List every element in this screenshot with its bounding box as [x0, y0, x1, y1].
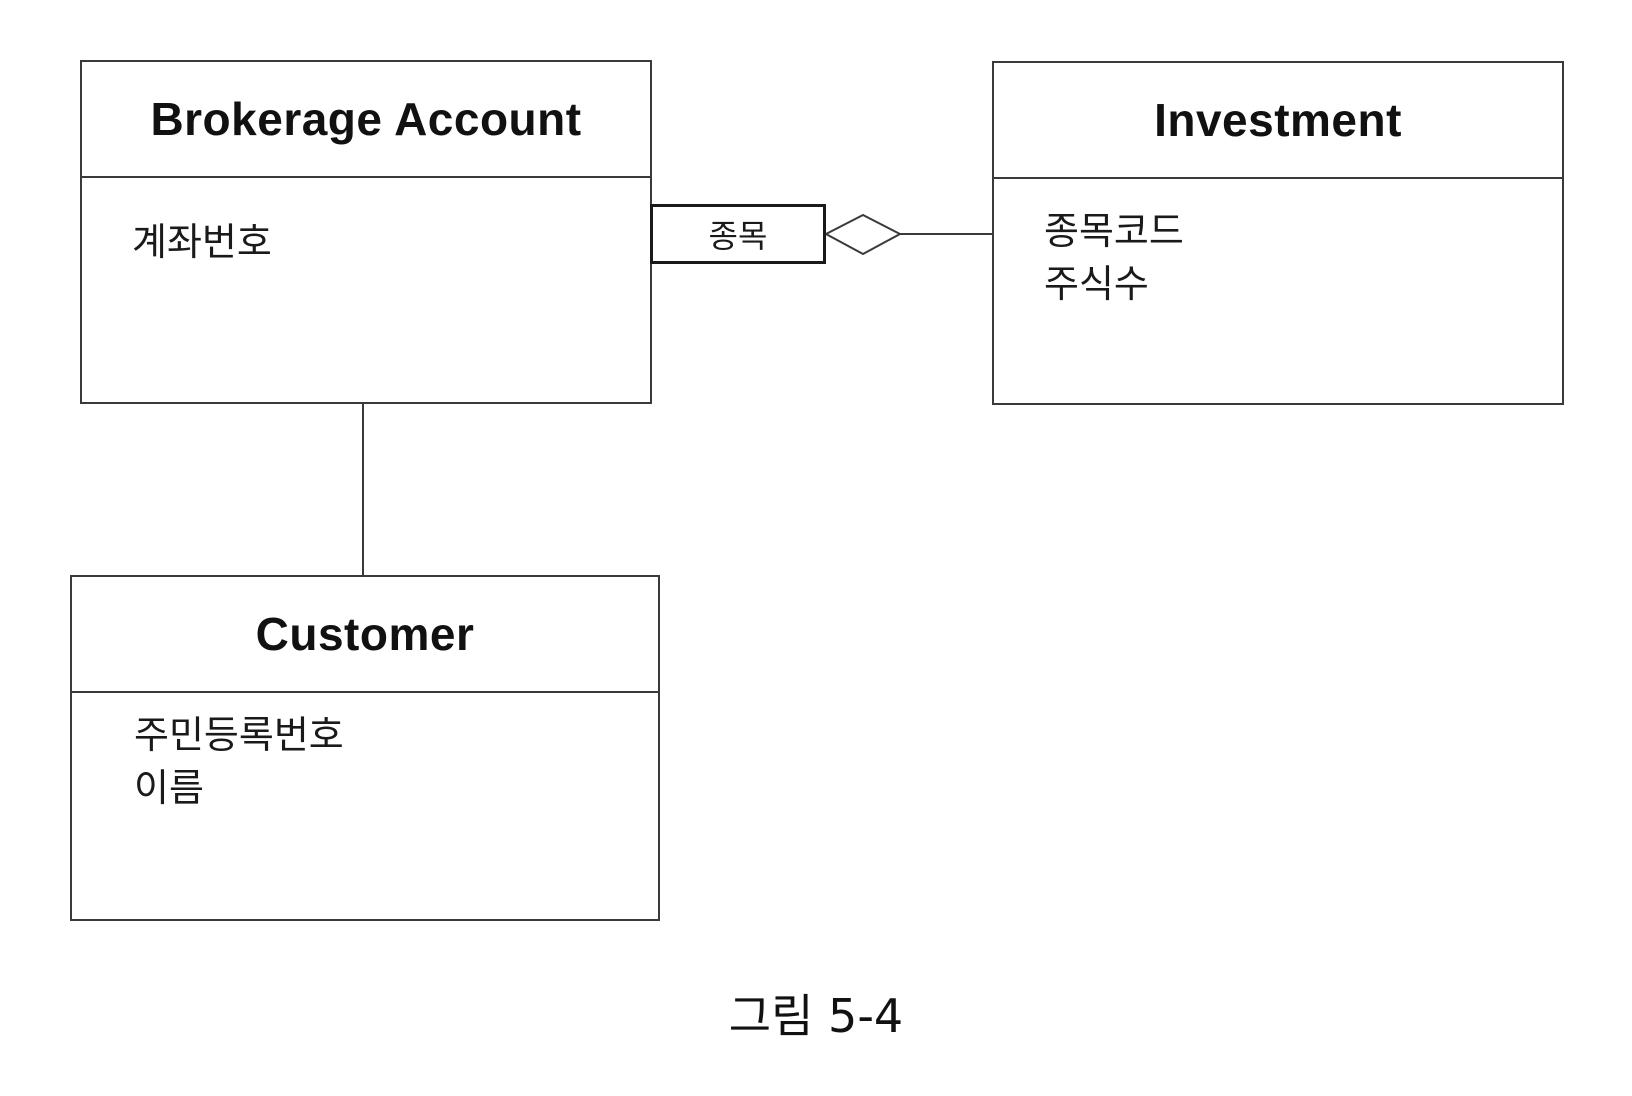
class-brokerage-account: Brokerage Account 계좌번호	[80, 60, 652, 404]
class-investment: Investment 종목코드 주식수	[992, 61, 1564, 405]
attribute-name: 이름	[134, 766, 204, 810]
class-name: Brokerage Account	[150, 93, 582, 145]
attribute-stock-code: 종목코드	[1044, 209, 1184, 253]
figure-caption: 그림 5-4	[728, 989, 904, 1043]
class-attributes: 계좌번호	[82, 178, 650, 269]
qualifier-label: 종목	[708, 217, 768, 255]
class-attributes: 주민등록번호 이름	[72, 693, 658, 815]
class-customer: Customer 주민등록번호 이름	[70, 575, 660, 921]
qualifier-box: 종목	[650, 204, 826, 264]
aggregation-diamond-icon	[823, 213, 903, 256]
class-attributes: 종목코드 주식수	[994, 179, 1562, 311]
attribute-share-count: 주식수	[1044, 262, 1149, 306]
class-header: Investment	[994, 63, 1562, 179]
class-name: Customer	[255, 608, 475, 660]
attribute-resident-number: 주민등록번호	[134, 713, 344, 757]
class-header: Customer	[72, 577, 658, 693]
attribute-account-number: 계좌번호	[132, 220, 272, 264]
class-name: Investment	[1154, 94, 1402, 146]
class-header: Brokerage Account	[82, 62, 650, 178]
